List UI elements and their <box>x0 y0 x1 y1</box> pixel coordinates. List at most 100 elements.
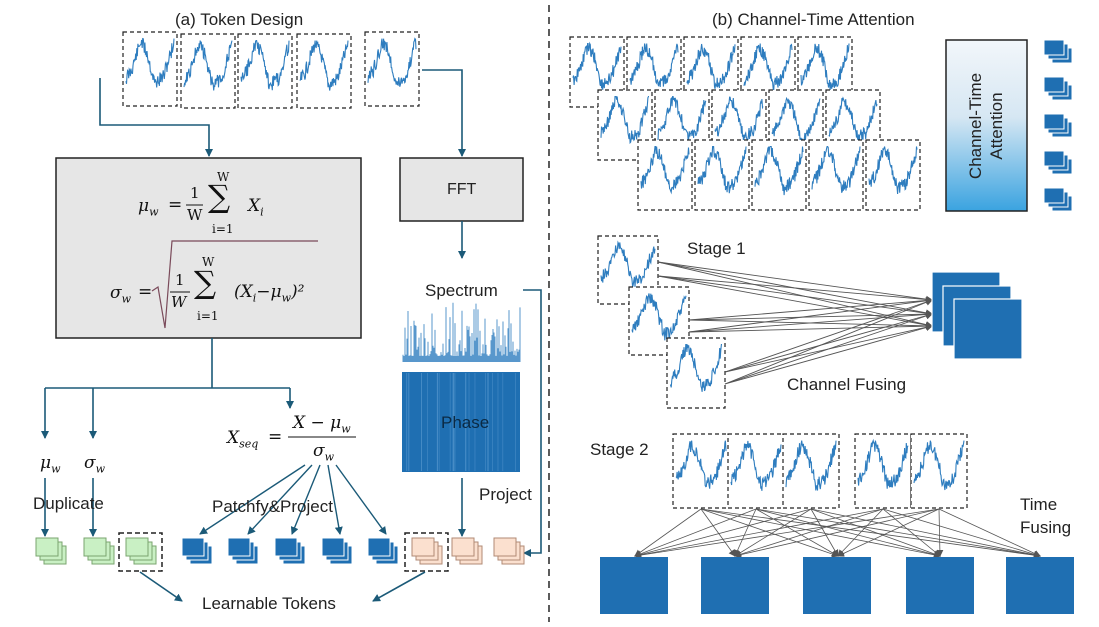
formula-mu-sum: ∑ <box>208 179 231 215</box>
stage2-fusing-line <box>938 508 1041 557</box>
stage2-thumb <box>727 433 785 509</box>
input-window-series-row <box>122 31 420 109</box>
phase-label: Phase <box>441 413 490 432</box>
stage2-thumb <box>782 433 840 509</box>
patch-token-stack <box>181 537 213 565</box>
stage2-fusing-line <box>700 508 941 559</box>
sigma-w-label: σw <box>84 453 106 476</box>
stage1-fusing-line <box>724 298 933 373</box>
sqrt-radical <box>151 240 318 329</box>
stage1-thumb <box>666 337 726 409</box>
stage1-fusing-line <box>688 322 933 333</box>
stage1-fusing-line <box>724 312 933 373</box>
arrow-input-to-stats <box>99 78 213 157</box>
stage2-fusing-line <box>700 508 839 558</box>
stage1-fusing-lines <box>657 261 933 385</box>
formula-mu-eq: = <box>168 195 183 215</box>
spectrum-token-stack <box>493 537 525 565</box>
stage2-fusing-line <box>936 508 944 557</box>
stage1-fusing-line <box>724 324 933 385</box>
normalization-stats-box <box>55 157 362 339</box>
panel-b-title: (b) Channel-Time Attention <box>712 10 915 29</box>
stage2-fused-tokens <box>600 557 1074 614</box>
patch-arrow <box>327 464 343 535</box>
stage2-token <box>803 557 871 614</box>
input-window-thumb <box>296 33 352 109</box>
stage2-fusing-line <box>700 508 1041 559</box>
fft-box <box>399 157 524 222</box>
channel-time-thumb <box>637 139 693 211</box>
project-label: Project <box>479 485 532 504</box>
stage2-thumb <box>672 433 730 509</box>
formula-mu-frac-den: W <box>187 206 203 224</box>
patch-arrow <box>247 464 313 535</box>
stage1-fusing-line <box>688 297 933 333</box>
spectrum-label: Spectrum <box>425 281 498 300</box>
arrow-learnable-right <box>372 571 426 602</box>
stage2-fusing-line <box>755 508 941 558</box>
stage2-token <box>1006 557 1074 614</box>
patchify-label: Patchfy&Project <box>212 497 333 516</box>
stage2-fusing-line <box>634 508 757 558</box>
stage2-fusing-line <box>810 508 1041 559</box>
formula-sigma-sum-bottom: i=1 <box>197 309 219 323</box>
stage2-token <box>906 557 974 614</box>
attention-token-stack <box>1043 113 1073 138</box>
formula-sigma-term: (Xi−μw)² <box>234 282 305 305</box>
formula-sigma-sum-top: W <box>202 255 215 269</box>
stage2-fusing-line <box>882 508 1041 558</box>
stage1-fusing-line <box>688 310 933 333</box>
channel-time-thumb <box>694 139 750 211</box>
formula-mu-sum-top: W <box>217 170 230 184</box>
patch-token-stack <box>274 537 306 565</box>
learnable-token-stack <box>125 537 157 565</box>
phase-token-stack <box>451 537 483 565</box>
stage2-label: Stage 2 <box>590 440 649 459</box>
stage1-fusing-line <box>657 275 933 317</box>
duplicate-label: Duplicate <box>33 494 104 513</box>
spectrum-plot <box>402 302 521 362</box>
stage1-fusing-line <box>657 275 933 303</box>
stage1-fusing-line <box>688 297 933 321</box>
patch-token-stack <box>227 537 259 565</box>
stage2-fusing-line <box>810 508 941 558</box>
arrow-learnable-left <box>139 571 183 602</box>
formula-mu-term: Xi <box>248 196 264 219</box>
patch-token-stack <box>321 537 353 565</box>
stage1-token <box>953 298 1023 360</box>
patch-arrow <box>335 464 387 535</box>
phase-plot <box>406 373 516 471</box>
formula-sigma-sum: ∑ <box>194 265 217 301</box>
stage2-fusing-line <box>734 508 940 559</box>
stage1-fusing-line <box>724 312 933 385</box>
channel-time-thumb <box>751 139 807 211</box>
stage2-fusing-line <box>634 508 702 557</box>
mu-w-label: μw <box>40 453 61 476</box>
attention-token-stack <box>1043 39 1073 64</box>
mu-token-stack <box>35 537 67 565</box>
formula-xseq-den: σw <box>313 441 335 464</box>
stage1-label: Stage 1 <box>687 239 746 258</box>
stage1-fusing-line <box>688 310 933 321</box>
formula-xseq-lhs: Xseq <box>227 428 259 451</box>
input-window-thumb <box>364 31 420 107</box>
attention-token-stack <box>1043 187 1073 212</box>
patch-arrow <box>290 464 321 535</box>
arrow-input-to-fft <box>422 69 466 157</box>
patch-token-stack <box>367 537 399 565</box>
formula-sigma-frac-den: W <box>171 293 187 311</box>
stage2-time-series <box>672 433 968 509</box>
formula-mu-sum-bottom: i=1 <box>212 222 234 236</box>
freq-learnable-token-stack <box>411 537 443 565</box>
channel-time-thumb <box>808 139 864 211</box>
formula-xseq-num: X − μw <box>293 413 351 436</box>
stage2-fusing-line <box>755 508 1041 559</box>
stage2-token <box>701 557 769 614</box>
sigma-token-stack <box>83 537 115 565</box>
formula-sigma-frac-num: 1 <box>175 271 185 289</box>
stage2-fusing-line <box>837 508 940 557</box>
stage2-fusing-lines <box>634 508 1041 559</box>
